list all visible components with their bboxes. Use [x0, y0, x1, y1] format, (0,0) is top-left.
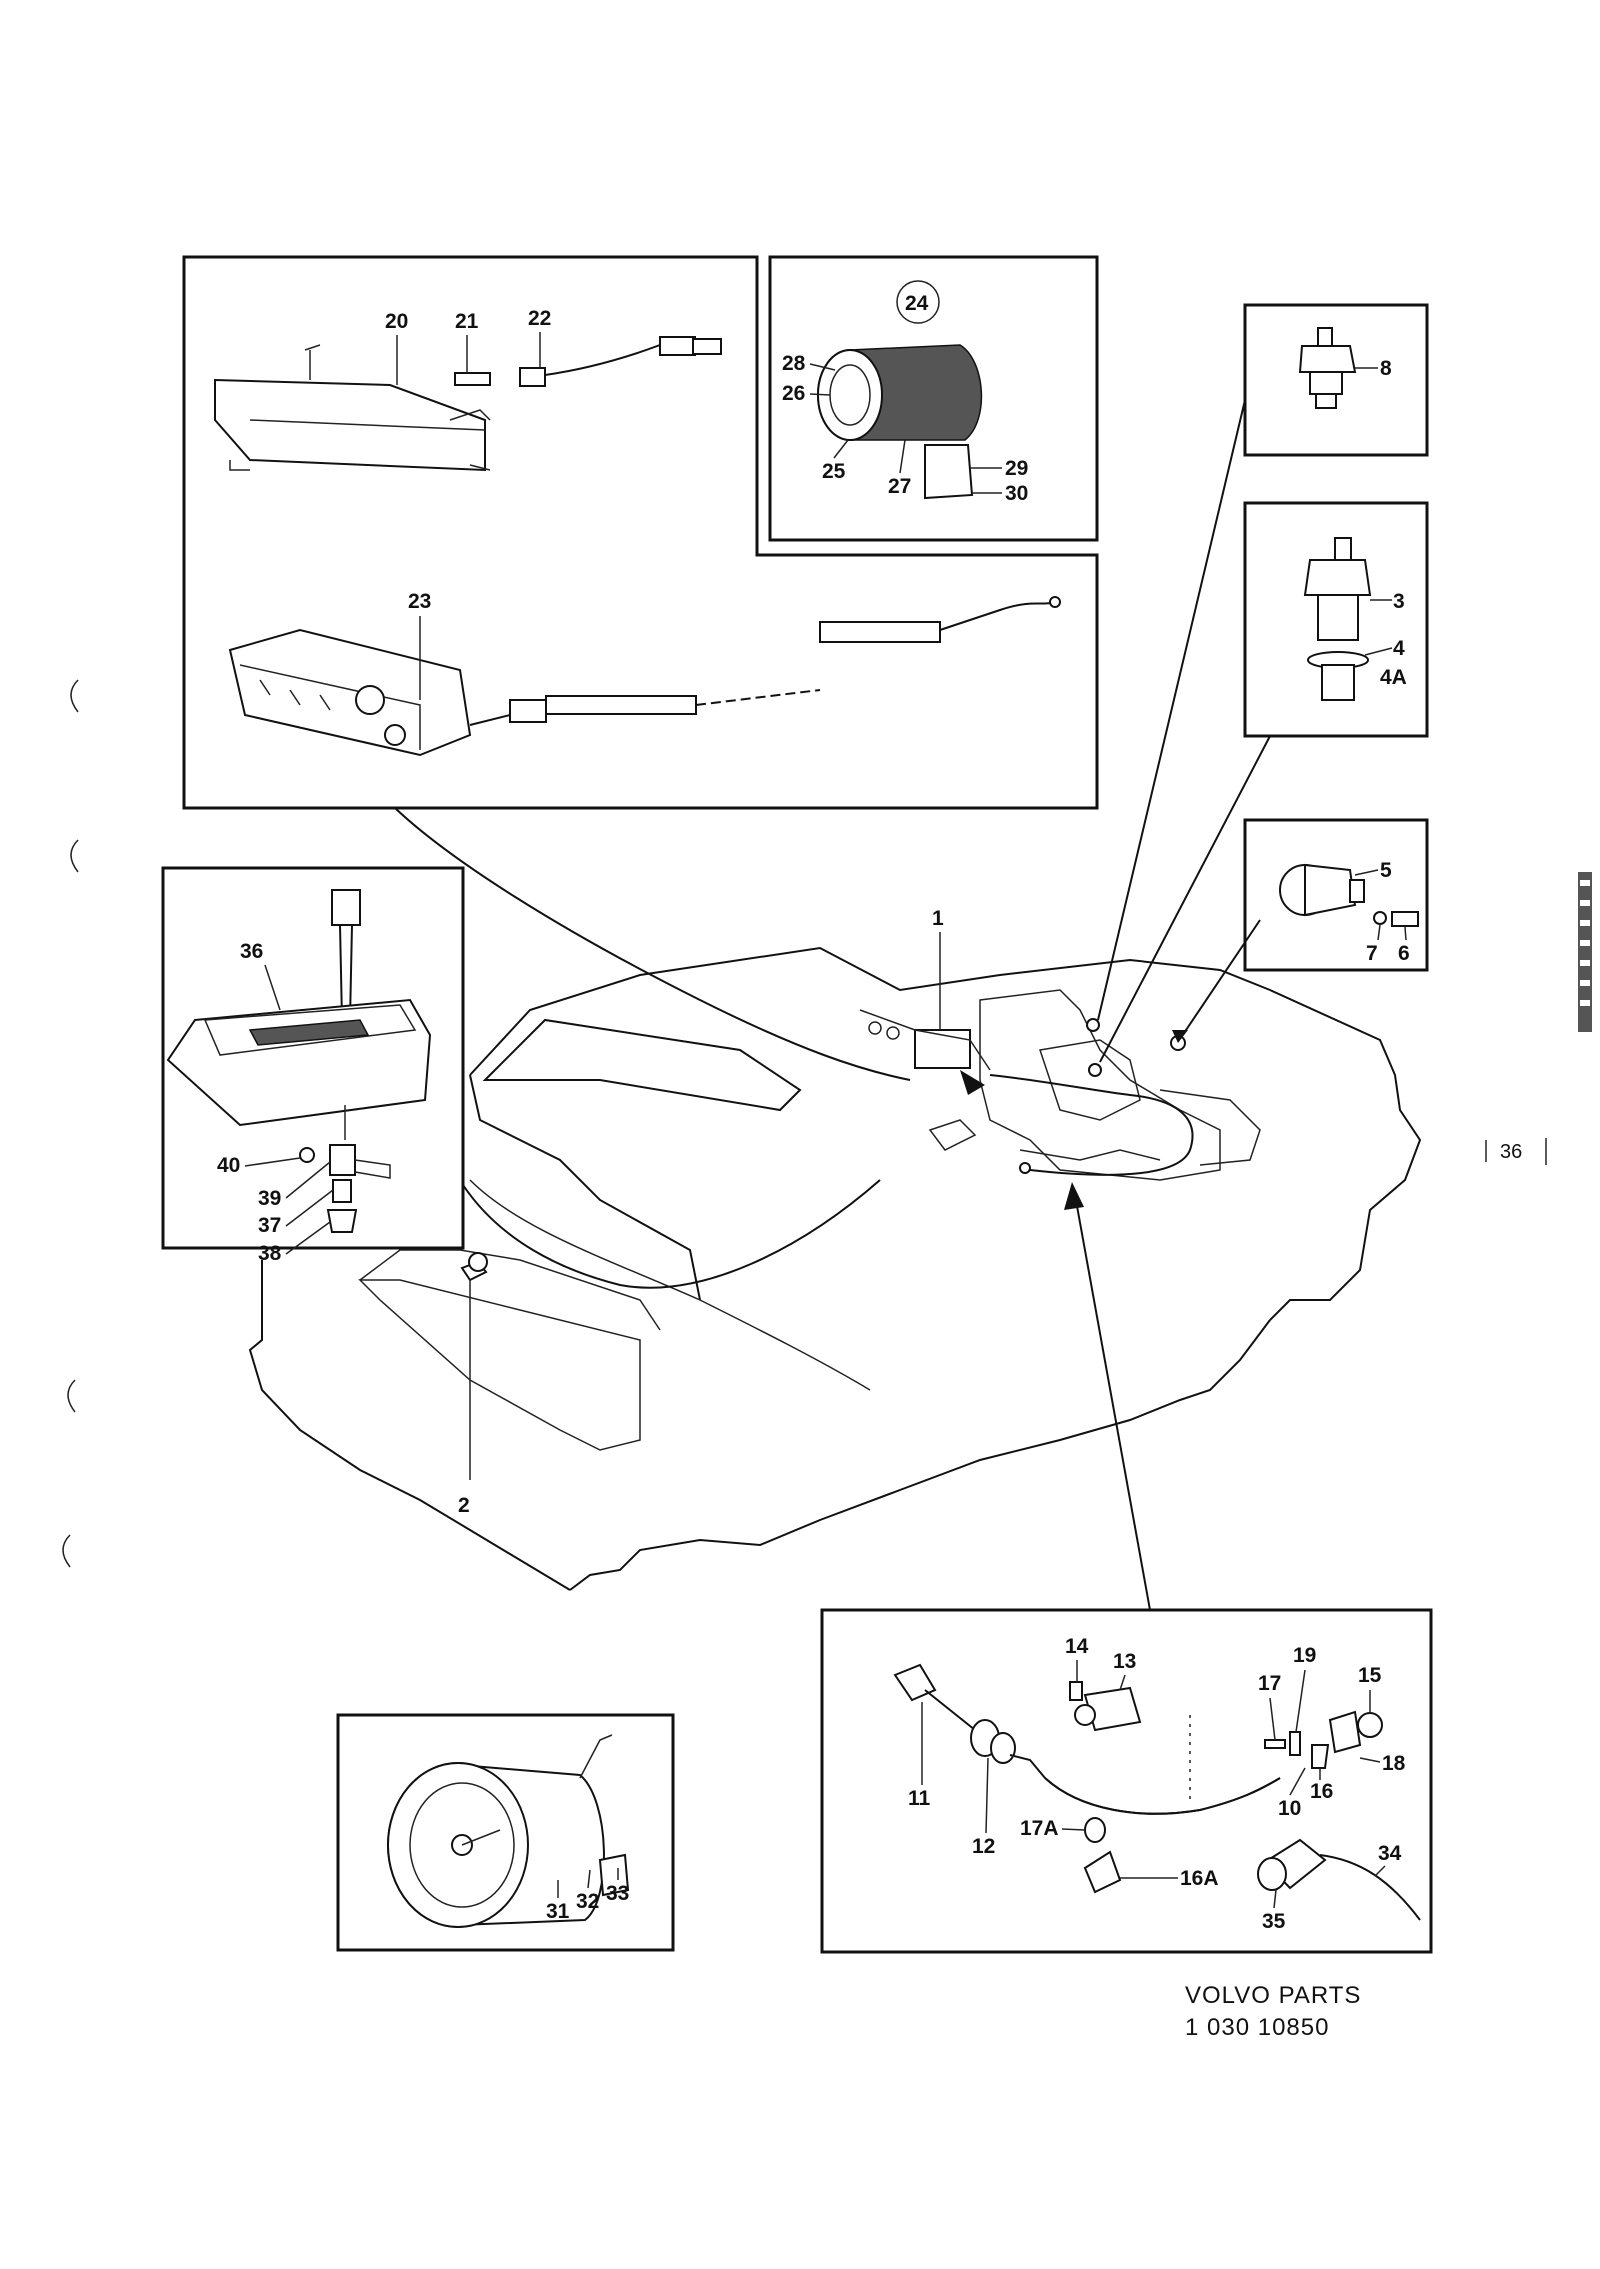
gauge-panel-24: 24 28 26 25 27 29 30 — [768, 255, 1099, 542]
label-27: 27 — [888, 475, 911, 498]
label-1: 1 — [932, 907, 944, 930]
label-39: 39 — [258, 1187, 281, 1210]
label-4: 4 — [1393, 637, 1405, 660]
label-16: 16 — [1310, 1780, 1333, 1803]
label-17a: 17A — [1020, 1817, 1059, 1840]
label-8: 8 — [1380, 357, 1392, 380]
margin-mark: 36 — [1485, 1138, 1547, 1165]
label-22: 22 — [528, 307, 551, 330]
instrument-cluster-shape — [914, 1029, 971, 1069]
label-12: 12 — [972, 1835, 995, 1858]
sensor-panel-3: 3 4 4A — [1243, 501, 1429, 738]
label-11: 11 — [908, 1787, 931, 1810]
label-24: 24 — [905, 292, 929, 315]
footer-number: 1 030 10850 — [1185, 2014, 1329, 2041]
callout-2: 2 — [458, 1252, 488, 1517]
car-body-outline — [248, 946, 1422, 1591]
label-15: 15 — [1358, 1664, 1382, 1687]
label-14: 14 — [1065, 1635, 1089, 1658]
footer-brand: VOLVO PARTS — [1185, 1982, 1361, 2009]
label-31: 31 — [546, 1900, 570, 1923]
margin-mark-text: 36 — [1500, 1141, 1522, 1163]
label-13: 13 — [1113, 1650, 1136, 1673]
sensor-panel-5: 5 7 6 — [1243, 818, 1429, 972]
label-20: 20 — [385, 310, 408, 333]
label-7: 7 — [1366, 942, 1378, 965]
label-40: 40 — [217, 1154, 240, 1177]
binder-hole-marks — [62, 679, 79, 1568]
label-32: 32 — [576, 1890, 599, 1913]
sensor-point-3 — [1088, 1063, 1102, 1077]
footer-part-number: VOLVO PARTS 1 030 10850 — [1185, 1982, 1361, 2041]
label-34: 34 — [1378, 1842, 1402, 1865]
sensor-panel-8: 8 — [1243, 303, 1429, 457]
label-25: 25 — [822, 460, 846, 483]
label-17: 17 — [1258, 1672, 1281, 1695]
label-4a: 4A — [1380, 666, 1407, 689]
label-37: 37 — [258, 1214, 281, 1237]
connector-leaders — [394, 399, 1271, 1611]
control-unit-panel: 20 21 22 23 — [182, 255, 1099, 810]
label-38: 38 — [258, 1242, 282, 1265]
label-26: 26 — [782, 382, 805, 405]
label-2: 2 — [458, 1494, 470, 1517]
label-33: 33 — [606, 1882, 629, 1905]
label-6: 6 — [1398, 942, 1410, 965]
label-18: 18 — [1382, 1752, 1406, 1775]
sensor-point-8 — [1086, 1018, 1100, 1032]
label-10: 10 — [1278, 1797, 1301, 1820]
label-19: 19 — [1293, 1644, 1316, 1667]
edge-tab-strip — [1578, 872, 1592, 1032]
label-23: 23 — [408, 590, 431, 613]
label-3: 3 — [1393, 590, 1405, 613]
label-30: 30 — [1005, 482, 1028, 505]
label-35: 35 — [1262, 1910, 1286, 1933]
label-28: 28 — [782, 352, 806, 375]
callout-1: 1 — [932, 907, 944, 1030]
label-5: 5 — [1380, 859, 1392, 882]
label-36: 36 — [240, 940, 263, 963]
label-16a: 16A — [1180, 1867, 1219, 1890]
label-21: 21 — [455, 310, 479, 333]
cable-kit-panel: 11 12 14 13 17 19 15 18 16 10 17A 16A 34… — [820, 1608, 1433, 1954]
gear-selector-panel: 36 40 39 37 38 — [161, 866, 465, 1265]
speedometer-panel: 31 32 33 — [336, 1713, 675, 1952]
label-29: 29 — [1005, 457, 1028, 480]
